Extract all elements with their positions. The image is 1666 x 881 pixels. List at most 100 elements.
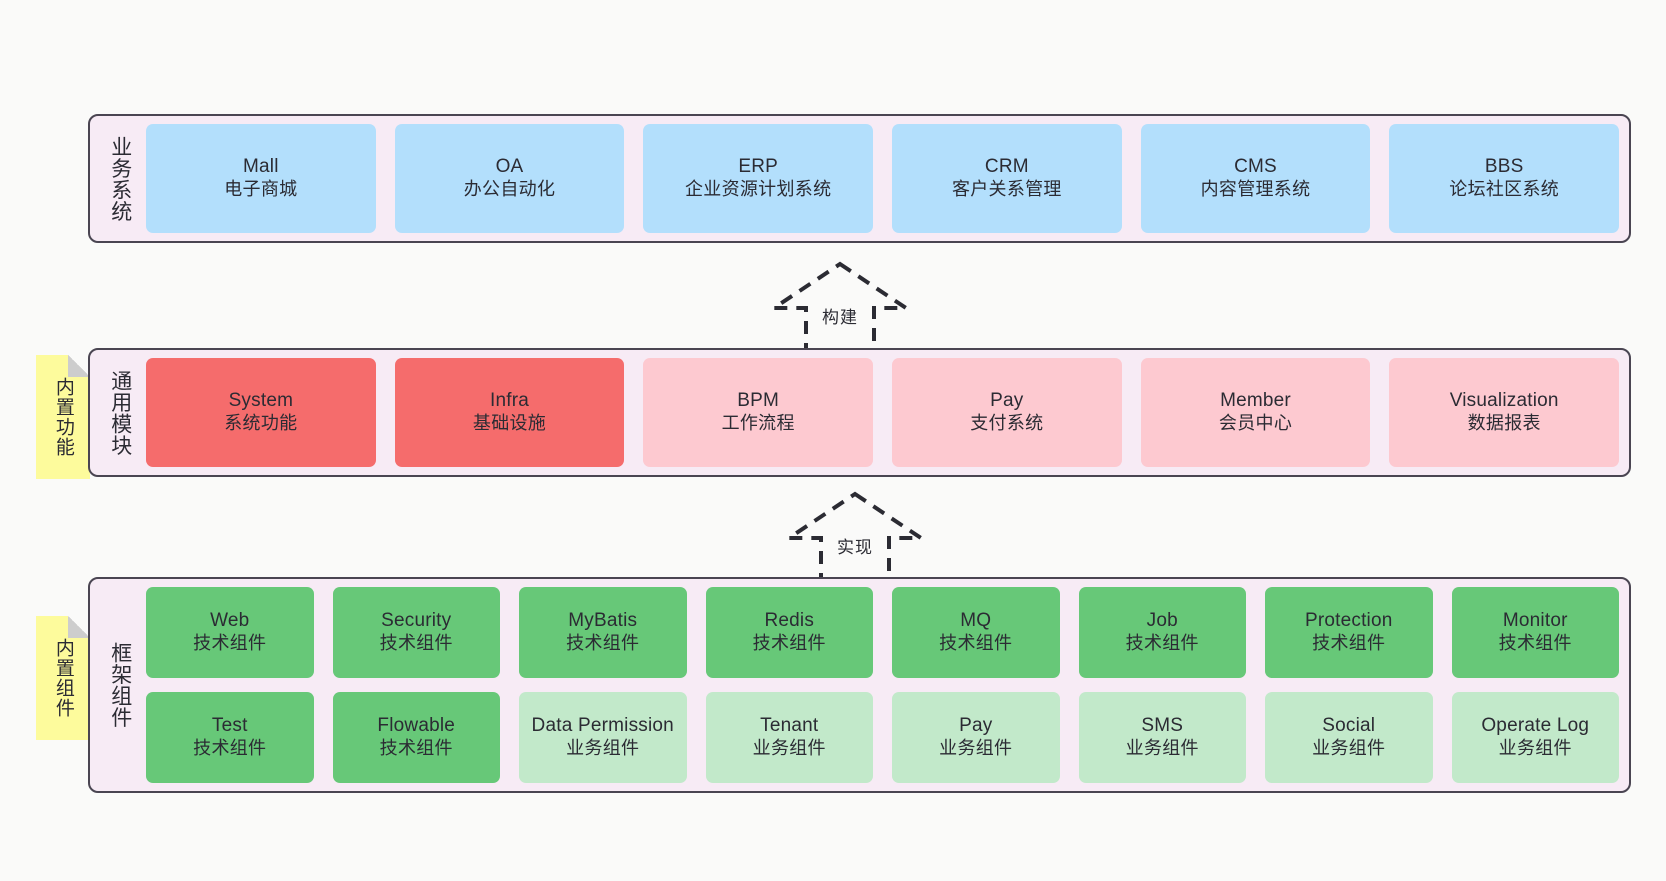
- card-subtitle: 基础设施: [472, 413, 547, 434]
- layer-cards-framework-component: Web 技术组件 Security 技术组件 MyBatis 技术组件 Redi…: [140, 587, 1619, 783]
- card-erp[interactable]: ERP 企业资源计划系统: [643, 124, 874, 233]
- layer-title-framework-component: 框架组件: [108, 642, 132, 728]
- card-pay-business[interactable]: Pay 业务组件: [892, 692, 1060, 783]
- card-oa[interactable]: OA 办公自动化: [394, 124, 625, 233]
- card-title: Member: [1220, 390, 1291, 412]
- card-tenant[interactable]: Tenant 业务组件: [705, 692, 873, 783]
- card-title: Protection: [1304, 610, 1393, 632]
- card-row: Web 技术组件 Security 技术组件 MyBatis 技术组件 Redi…: [146, 587, 1619, 678]
- card-title: Operate Log: [1481, 715, 1590, 737]
- card-protection[interactable]: Protection 技术组件: [1265, 587, 1433, 678]
- card-row: Test 技术组件 Flowable 技术组件 Data Permission …: [146, 692, 1619, 783]
- card-title: Pay: [959, 715, 993, 737]
- card-crm[interactable]: CRM 客户关系管理: [892, 124, 1122, 233]
- card-bpm[interactable]: BPM 工作流程: [643, 358, 874, 467]
- card-title: CRM: [984, 156, 1029, 178]
- card-subtitle: 论坛社区系统: [1449, 179, 1560, 200]
- card-subtitle: 企业资源计划系统: [684, 179, 832, 200]
- card-security[interactable]: Security 技术组件: [332, 587, 500, 678]
- card-title: MQ: [960, 610, 992, 632]
- card-subtitle: 业务组件: [566, 738, 640, 759]
- card-title: CMS: [1234, 156, 1277, 178]
- card-title: SMS: [1141, 715, 1184, 737]
- card-row: System 系统功能 Infra 基础设施 BPM 工作流程 Pay 支付系统…: [146, 358, 1620, 467]
- card-mybatis[interactable]: MyBatis 技术组件: [519, 587, 687, 678]
- card-social[interactable]: Social 业务组件: [1265, 692, 1433, 783]
- connector-implement: 实现: [770, 488, 940, 584]
- card-subtitle: 支付系统: [970, 413, 1044, 434]
- card-member[interactable]: Member 会员中心: [1140, 358, 1371, 467]
- connector-build-label: 构建: [822, 308, 858, 327]
- card-subtitle: 业务组件: [1312, 738, 1386, 759]
- card-subtitle: 技术组件: [379, 633, 453, 654]
- build-arrow-icon: [767, 261, 913, 354]
- card-title: Flowable: [377, 715, 456, 737]
- card-subtitle: 电子商城: [224, 179, 298, 200]
- card-cms[interactable]: CMS 内容管理系统: [1140, 124, 1371, 233]
- layer-framework-component[interactable]: 框架组件 Web 技术组件 Security 技术组件 MyBatis 技术组件…: [88, 577, 1631, 793]
- card-subtitle: 技术组件: [379, 738, 453, 759]
- card-test[interactable]: Test 技术组件: [146, 692, 314, 783]
- sticky-note-label: 内置组件: [52, 638, 74, 718]
- card-subtitle: 数据报表: [1467, 413, 1541, 434]
- card-title: Pay: [990, 390, 1024, 412]
- card-subtitle: 业务组件: [1125, 738, 1199, 759]
- card-web[interactable]: Web 技术组件: [146, 587, 314, 678]
- card-subtitle: 技术组件: [1312, 633, 1386, 654]
- layer-cards-business-system: Mall 电子商城 OA 办公自动化 ERP 企业资源计划系统 CRM 客户关系…: [140, 124, 1620, 233]
- card-subtitle: 内容管理系统: [1200, 179, 1311, 200]
- connector-build: 构建: [755, 258, 925, 354]
- card-row: Mall 电子商城 OA 办公自动化 ERP 企业资源计划系统 CRM 客户关系…: [146, 124, 1620, 233]
- card-title: Security: [381, 610, 452, 632]
- card-operate-log[interactable]: Operate Log 业务组件: [1451, 692, 1619, 783]
- card-mall[interactable]: Mall 电子商城: [146, 124, 376, 233]
- card-job[interactable]: Job 技术组件: [1078, 587, 1246, 678]
- card-system[interactable]: System 系统功能: [146, 358, 376, 467]
- card-title: ERP: [738, 156, 779, 178]
- card-subtitle: 业务组件: [752, 738, 826, 759]
- card-monitor[interactable]: Monitor 技术组件: [1451, 587, 1619, 678]
- card-subtitle: 技术组件: [566, 633, 640, 654]
- sticky-note-builtin-component: 内置组件: [36, 616, 90, 740]
- card-subtitle: 技术组件: [1125, 633, 1199, 654]
- card-data-permission[interactable]: Data Permission 业务组件: [519, 692, 687, 783]
- sticky-note-builtin-function: 内置功能: [36, 355, 90, 479]
- card-title: OA: [495, 156, 524, 178]
- card-title: Infra: [489, 390, 530, 412]
- card-title: Job: [1146, 610, 1178, 632]
- card-subtitle: 会员中心: [1218, 413, 1293, 434]
- card-title: Data Permission: [531, 715, 674, 737]
- card-subtitle: 技术组件: [193, 738, 267, 759]
- card-pay[interactable]: Pay 支付系统: [892, 358, 1122, 467]
- card-title: Tenant: [760, 715, 819, 737]
- card-title: BPM: [737, 390, 780, 412]
- layer-title-common-module: 通用模块: [108, 369, 132, 456]
- layer-common-module[interactable]: 通用模块 System 系统功能 Infra 基础设施 BPM 工作流程 Pay…: [88, 348, 1631, 477]
- layer-business-system[interactable]: 业务系统 Mall 电子商城 OA 办公自动化 ERP 企业资源计划系统 CRM…: [88, 114, 1631, 243]
- card-title: Social: [1322, 715, 1376, 737]
- card-flowable[interactable]: Flowable 技术组件: [332, 692, 500, 783]
- card-subtitle: 技术组件: [1498, 633, 1572, 654]
- card-bbs[interactable]: BBS 论坛社区系统: [1389, 124, 1620, 233]
- card-title: Web: [210, 610, 250, 632]
- card-redis[interactable]: Redis 技术组件: [705, 587, 873, 678]
- card-sms[interactable]: SMS 业务组件: [1078, 692, 1246, 783]
- layer-cards-common-module: System 系统功能 Infra 基础设施 BPM 工作流程 Pay 支付系统…: [140, 358, 1620, 467]
- sticky-note-label: 内置功能: [52, 377, 74, 457]
- card-subtitle: 业务组件: [939, 738, 1013, 759]
- card-title: Redis: [764, 610, 815, 632]
- card-subtitle: 技术组件: [752, 633, 826, 654]
- card-title: Mall: [243, 156, 279, 178]
- card-title: MyBatis: [568, 610, 638, 632]
- implement-arrow-icon: [782, 491, 928, 584]
- card-visualization[interactable]: Visualization 数据报表: [1389, 358, 1620, 467]
- card-title: BBS: [1484, 156, 1524, 178]
- card-subtitle: 工作流程: [721, 413, 795, 434]
- card-subtitle: 业务组件: [1498, 738, 1572, 759]
- connector-implement-label: 实现: [837, 538, 873, 557]
- card-mq[interactable]: MQ 技术组件: [892, 587, 1060, 678]
- card-infra[interactable]: Infra 基础设施: [394, 358, 625, 467]
- card-subtitle: 客户关系管理: [951, 179, 1062, 200]
- card-subtitle: 办公自动化: [463, 179, 556, 200]
